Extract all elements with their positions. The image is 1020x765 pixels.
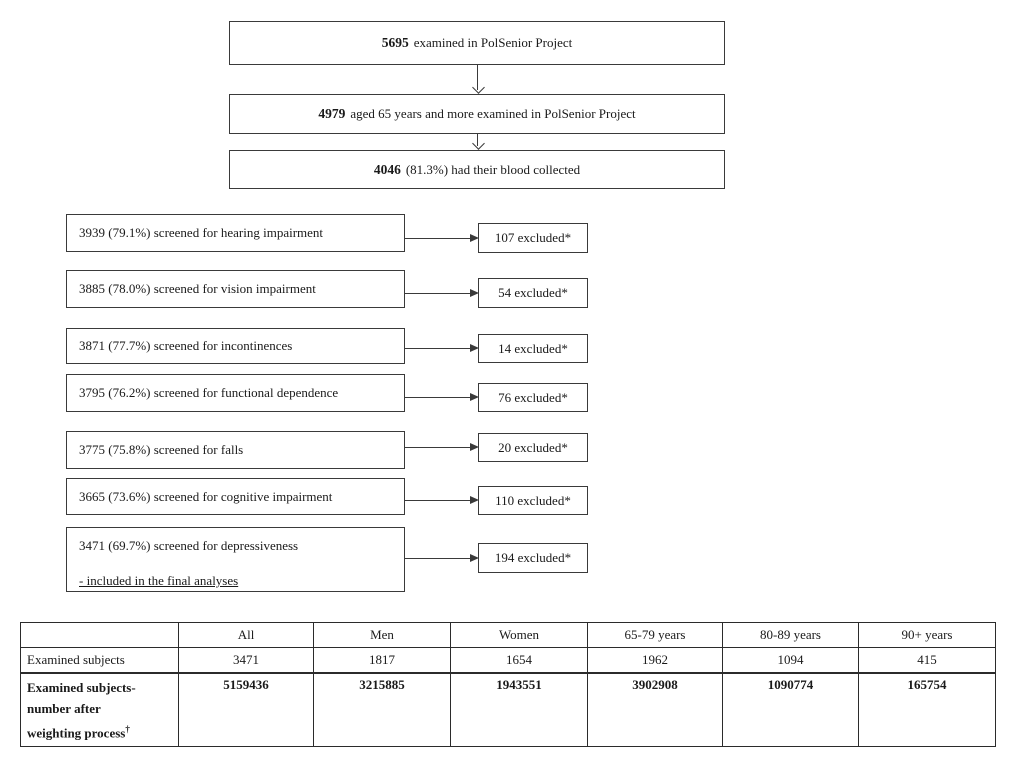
excluded-label: 20 excluded* [498, 439, 568, 455]
down-arrow [477, 134, 478, 146]
right-arrow [405, 393, 479, 401]
screening-label: 3939 (79.1%) screened for hearing impair… [79, 225, 324, 240]
final-analyses-note: - included in the final analyses [79, 573, 239, 588]
screening-box-vision: 3885 (78.0%) screened for vision impairm… [66, 270, 405, 308]
table-header-80-89: 80-89 years [722, 622, 859, 648]
row-label-line: weighting process† [27, 724, 130, 741]
excluded-label: 194 excluded* [494, 550, 572, 565]
screening-box-hearing: 3939 (79.1%) screened for hearing impair… [66, 214, 405, 252]
flow-box-aged-65-plus: 4979 aged 65 years and more examined in … [229, 94, 725, 134]
table-header-empty [20, 622, 179, 648]
screening-label: 3871 (77.7%) screened for incontinences [79, 338, 293, 353]
screening-box-functional-dependence: 3795 (76.2%) screened for functional dep… [66, 374, 405, 412]
cell-value: 1090774 [722, 672, 859, 747]
cell-value: 1094 [722, 647, 859, 674]
down-arrow [477, 65, 478, 90]
cell-value: 1943551 [450, 672, 588, 747]
flow-box-text: aged 65 years and more examined in PolSe… [350, 106, 636, 121]
row-label: Examined subjects- number after weightin… [20, 672, 179, 747]
screening-box-incontinences: 3871 (77.7%) screened for incontinences [66, 328, 405, 364]
cell-value: 165754 [858, 672, 996, 747]
excluded-label: 76 excluded* [498, 389, 568, 405]
screening-label: 3885 (78.0%) screened for vision impairm… [79, 281, 316, 296]
excluded-box-cognitive: 110 excluded* [478, 486, 588, 515]
right-arrow [405, 344, 479, 352]
summary-table: All Men Women 65-79 years 80-89 years 90… [20, 622, 996, 747]
flow-box-number: 4046 [373, 161, 401, 177]
excluded-label: 54 excluded* [498, 285, 568, 300]
excluded-label: 14 excluded* [498, 340, 568, 356]
flow-box-blood-collected: 4046 (81.3%) had their blood collected [229, 150, 725, 189]
excluded-box-falls: 20 excluded* [478, 433, 588, 462]
row-label: Examined subjects [20, 647, 179, 674]
table-header-row: All Men Women 65-79 years 80-89 years 90… [20, 622, 996, 648]
right-arrow [405, 443, 479, 451]
cell-value: 3902908 [587, 672, 723, 747]
cell-value: 3215885 [313, 672, 451, 747]
screening-label: 3665 (73.6%) screened for cognitive impa… [79, 488, 333, 504]
cell-value: 415 [858, 647, 996, 674]
flow-box-number: 5695 [381, 35, 409, 50]
excluded-box-vision: 54 excluded* [478, 278, 588, 308]
flow-box-number: 4979 [318, 106, 346, 121]
excluded-box-incontinences: 14 excluded* [478, 334, 588, 363]
table-header-90-plus: 90+ years [858, 622, 996, 648]
table-header-65-79: 65-79 years [587, 622, 723, 648]
excluded-label: 110 excluded* [495, 492, 571, 508]
excluded-label: 107 excluded* [494, 230, 572, 245]
screening-box-falls: 3775 (75.8%) screened for falls [66, 431, 405, 469]
row-label-line: Examined subjects- [27, 680, 136, 695]
flow-box-text: examined in PolSenior Project [413, 35, 573, 50]
right-arrow [405, 234, 479, 242]
right-arrow [405, 289, 479, 297]
cell-value: 1654 [450, 647, 588, 674]
table-row-weighted-subjects: Examined subjects- number after weightin… [20, 672, 996, 747]
table-header-men: Men [313, 622, 451, 648]
excluded-box-depressiveness: 194 excluded* [478, 543, 588, 573]
screening-label: 3471 (69.7%) screened for depressiveness [79, 538, 299, 553]
screening-box-depressiveness: 3471 (69.7%) screened for depressiveness… [66, 527, 405, 592]
right-arrow [405, 554, 479, 562]
table-row-examined-subjects: Examined subjects 3471 1817 1654 1962 10… [20, 647, 996, 674]
screening-label: 3775 (75.8%) screened for falls [79, 442, 244, 457]
table-header-all: All [178, 622, 314, 648]
flow-box-text: (81.3%) had their blood collected [405, 161, 581, 177]
table-header-women: Women [450, 622, 588, 648]
screening-box-cognitive: 3665 (73.6%) screened for cognitive impa… [66, 478, 405, 515]
screening-label: 3795 (76.2%) screened for functional dep… [79, 385, 339, 400]
row-label-line: number after [27, 701, 101, 716]
dagger-footnote-mark: † [125, 724, 130, 734]
right-arrow [405, 496, 479, 504]
flow-box-examined-total: 5695 examined in PolSenior Project [229, 21, 725, 65]
excluded-box-hearing: 107 excluded* [478, 223, 588, 253]
cell-value: 1962 [587, 647, 723, 674]
cell-value: 5159436 [178, 672, 314, 747]
cell-value: 1817 [313, 647, 451, 674]
excluded-box-functional-dependence: 76 excluded* [478, 383, 588, 412]
cell-value: 3471 [178, 647, 314, 674]
